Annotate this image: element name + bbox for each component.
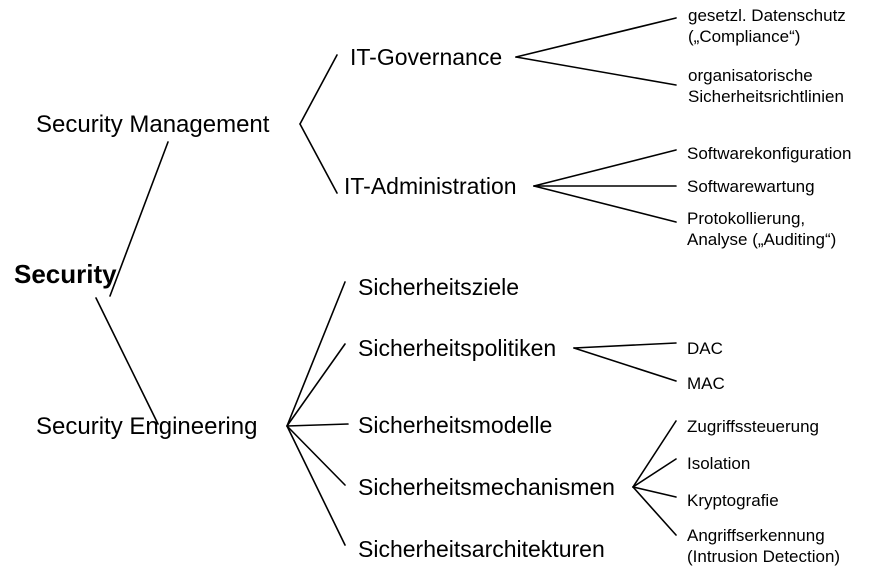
node-label-dac[interactable]: DAC — [687, 339, 723, 358]
node-label-sicherheitspolitiken[interactable]: Sicherheitspolitiken — [358, 335, 556, 361]
edge-management-fork-lower — [299, 123, 338, 194]
node-label-sicherheitsarchitekturen[interactable]: Sicherheitsarchitekturen — [358, 536, 605, 562]
edge-administration-to-konfiguration — [533, 149, 677, 187]
edge-mechanismen-to-isolation — [632, 458, 677, 488]
node-label-gesetzl-datenschutz-line2[interactable]: („Compliance“) — [688, 27, 800, 46]
edge-mechanismen-to-angriffserkennung — [632, 486, 677, 536]
edge-mechanismen-to-zugriffssteuerung — [632, 420, 677, 488]
edge-administration-to-protokollierung — [533, 185, 677, 223]
node-label-organisatorische-sicherheitsrichtlinien-line1[interactable]: organisatorische — [688, 66, 813, 85]
node-label-security-management[interactable]: Security Management — [36, 111, 270, 138]
node-label-mac[interactable]: MAC — [687, 374, 725, 393]
node-label-sicherheitsmodelle[interactable]: Sicherheitsmodelle — [358, 412, 552, 438]
edge-governance-to-richtlinien — [515, 56, 677, 86]
node-label-it-governance[interactable]: IT-Governance — [350, 44, 502, 70]
edge-root-to-engineering — [95, 297, 159, 425]
node-label-angriffserkennung-line1[interactable]: Angriffserkennung — [687, 526, 825, 545]
node-label-protokollierung-analyse-line2[interactable]: Analyse („Auditing“) — [687, 230, 836, 249]
edge-engineering-to-politiken — [286, 343, 346, 427]
edge-engineering-to-architekturen — [286, 425, 346, 546]
node-label-sicherheitsziele[interactable]: Sicherheitsziele — [358, 274, 519, 300]
edge-engineering-to-modelle — [286, 423, 349, 427]
edge-politiken-to-dac — [573, 342, 677, 349]
node-label-isolation[interactable]: Isolation — [687, 454, 750, 473]
node-label-gesetzl-datenschutz-line1[interactable]: gesetzl. Datenschutz — [688, 6, 846, 25]
edge-politiken-to-mac — [573, 347, 677, 382]
node-label-softwarewartung[interactable]: Softwarewartung — [687, 177, 815, 196]
edge-mechanismen-to-kryptografie — [632, 486, 677, 498]
node-label-angriffserkennung-line2[interactable]: (Intrusion Detection) — [687, 547, 840, 566]
edges-group — [95, 17, 677, 546]
node-label-protokollierung-analyse-line1[interactable]: Protokollierung, — [687, 209, 805, 228]
edge-engineering-to-ziele — [286, 281, 346, 427]
node-label-sicherheitsmechanismen[interactable]: Sicherheitsmechanismen — [358, 474, 615, 500]
node-label-it-administration[interactable]: IT-Administration — [344, 173, 517, 199]
node-label-kryptografie[interactable]: Kryptografie — [687, 491, 779, 510]
node-label-root-security[interactable]: Security — [14, 259, 117, 289]
node-label-zugriffssteuerung[interactable]: Zugriffssteuerung — [687, 417, 819, 436]
node-label-organisatorische-sicherheitsrichtlinien-line2[interactable]: Sicherheitsrichtlinien — [688, 87, 844, 106]
edge-engineering-to-mechanismen — [286, 425, 346, 486]
node-label-security-engineering[interactable]: Security Engineering — [36, 413, 257, 440]
edge-management-fork-upper — [299, 54, 338, 125]
node-label-softwarekonfiguration[interactable]: Softwarekonfiguration — [687, 144, 851, 163]
edge-root-to-management — [109, 141, 169, 297]
edge-governance-to-compliance — [515, 17, 677, 58]
